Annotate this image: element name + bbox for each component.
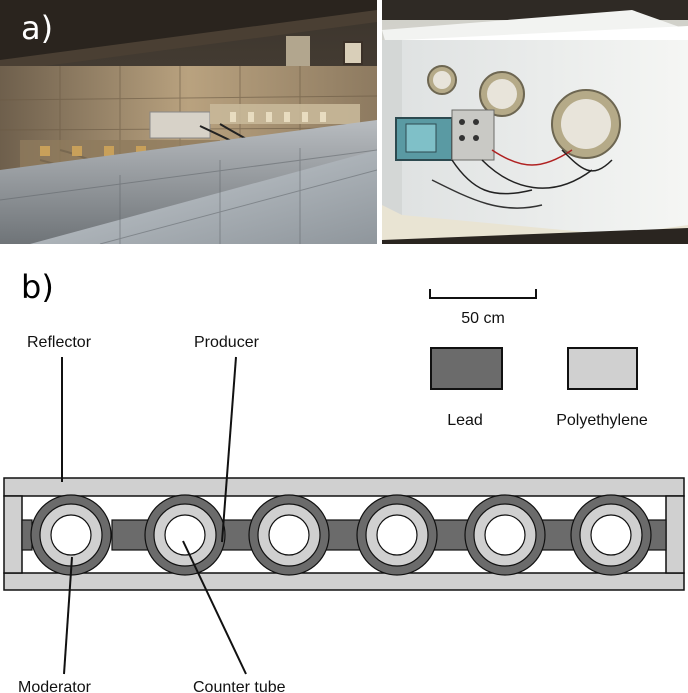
legend-label-lead: Lead xyxy=(447,412,483,429)
photo-panel-a: a) xyxy=(0,0,688,244)
photo-monitor-with-oscilloscope xyxy=(382,0,688,244)
legend-swatch-polyethylene xyxy=(567,347,638,390)
panel-label-a: a) xyxy=(21,9,54,47)
reflector-left xyxy=(3,495,23,574)
leader-line-producer xyxy=(221,356,237,543)
detector-schematic: 50 cm Lead Polyethylene Reflector Produc… xyxy=(3,289,685,693)
legend-label-polyethylene: Polyethylene xyxy=(556,412,648,429)
scale-bar-label: 50 cm xyxy=(461,310,505,327)
scale-bar xyxy=(429,289,537,299)
detector-unit xyxy=(248,494,330,576)
detector-unit xyxy=(570,494,652,576)
reflector-bottom xyxy=(3,572,685,591)
reflector-top xyxy=(3,477,685,497)
detector-unit xyxy=(144,494,226,576)
leader-line-counter-tube xyxy=(182,540,247,675)
label-counter-tube: Counter tube xyxy=(193,679,286,693)
label-reflector: Reflector xyxy=(27,334,92,351)
photo-installed-monitor xyxy=(0,0,377,244)
detector-unit xyxy=(30,494,112,576)
panel-label-b: b) xyxy=(21,268,54,306)
leader-line-moderator xyxy=(63,556,73,675)
legend-swatch-lead xyxy=(430,347,503,390)
detector-unit xyxy=(464,494,546,576)
label-moderator: Moderator xyxy=(18,679,92,693)
producer-blocks xyxy=(21,519,667,551)
label-producer: Producer xyxy=(194,334,260,351)
reflector-right xyxy=(665,495,685,574)
detector-unit xyxy=(356,494,438,576)
